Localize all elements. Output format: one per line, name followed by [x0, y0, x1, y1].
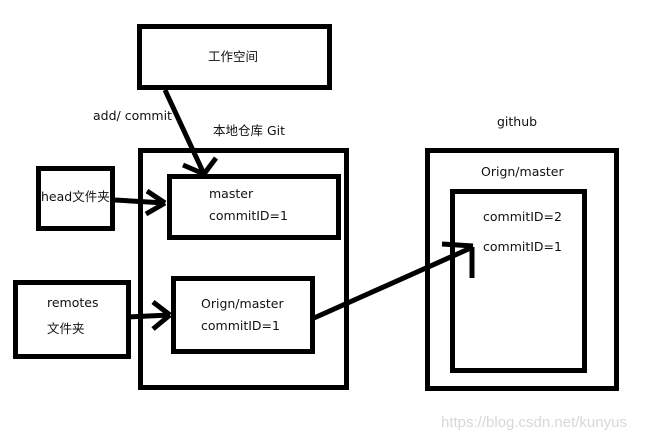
master-commit-id: commitID=1 — [209, 208, 288, 223]
local-origin-master-commit: commitID=1 — [201, 318, 280, 333]
head-folder-label: head文件夹 — [41, 189, 110, 204]
remotes-folder-line1: remotes — [47, 295, 99, 310]
master-branch-name: master — [209, 186, 254, 201]
arrow-head-to-master — [114, 188, 167, 217]
add-commit-label: add/ commit — [93, 108, 172, 123]
arrow-workspace-to-master — [162, 88, 218, 177]
workspace-box — [137, 24, 332, 90]
local-repo-title: 本地仓库 Git — [213, 123, 286, 138]
local-origin-master-box — [171, 276, 315, 354]
master-box — [167, 174, 341, 240]
github-branch-name: Orign/master — [481, 164, 564, 179]
github-commits-box — [450, 189, 587, 373]
github-commit-1: commitID=1 — [483, 239, 562, 254]
local-repo-box — [138, 148, 349, 390]
github-commit-2: commitID=2 — [483, 209, 562, 224]
arrow-remotes-to-origin-master — [126, 300, 172, 331]
github-title: github — [497, 114, 538, 129]
arrow-origin-master-to-github — [312, 241, 475, 321]
head-folder-box — [36, 166, 115, 231]
local-origin-master-name: Orign/master — [201, 296, 284, 311]
remotes-folder-line2: 文件夹 — [47, 321, 85, 336]
remotes-folder-box — [13, 280, 131, 359]
workspace-label: 工作空间 — [208, 49, 259, 64]
watermark: https://blog.csdn.net/kunyus — [441, 414, 627, 431]
